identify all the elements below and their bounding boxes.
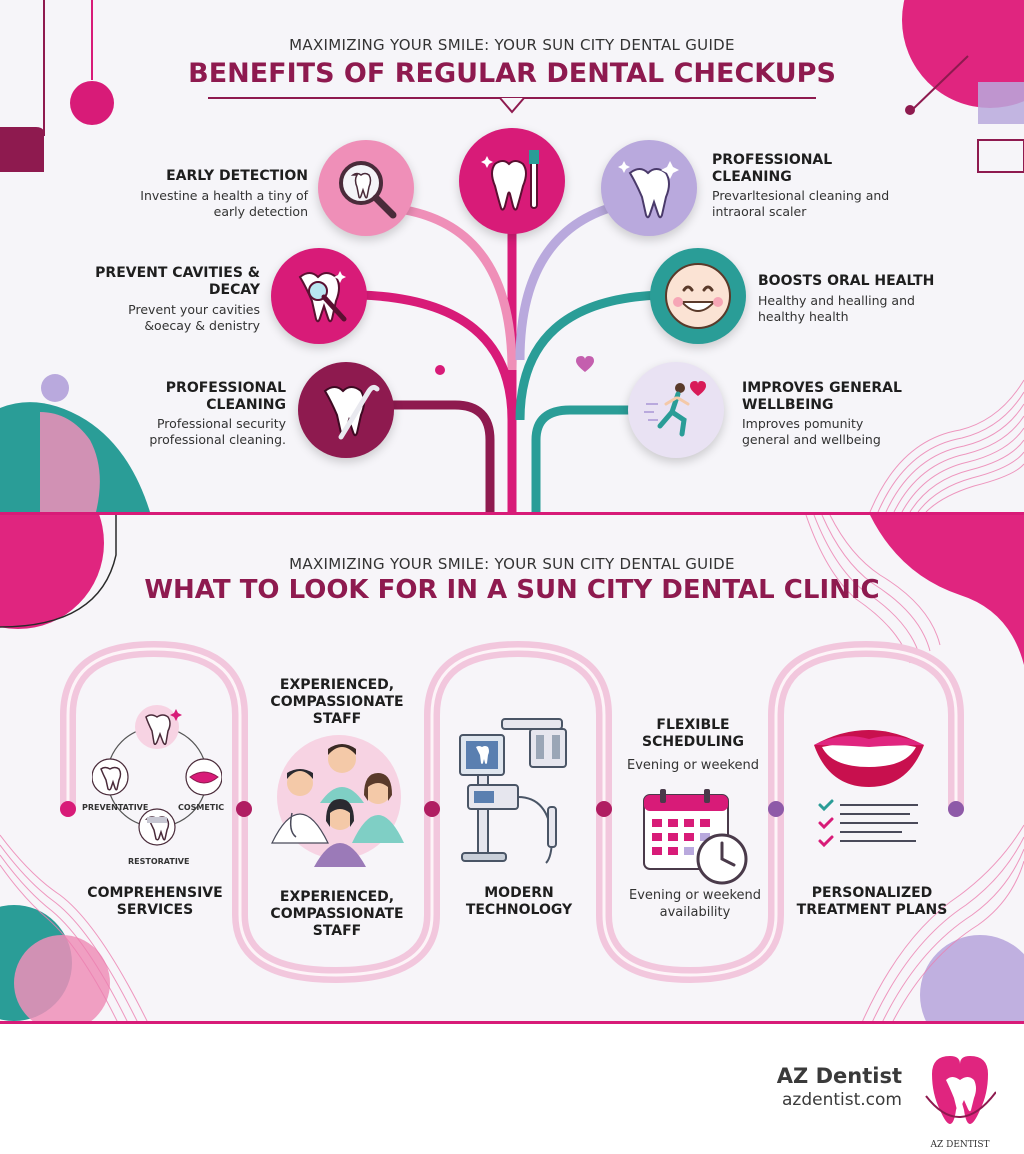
runner-heart-icon (628, 362, 724, 458)
criterion-subtitle-scheduling: Evening or weekend (627, 758, 759, 773)
benefit-title-improves-wellbeing: IMPROVES GENERAL WELLBEING (742, 380, 902, 413)
criteria-kicker: MAXIMIZING YOUR SMILE: YOUR SUN CITY DEN… (289, 555, 735, 573)
dental-xray-machine-icon (459, 718, 567, 864)
az-dentist-logo-icon (925, 1056, 996, 1124)
criterion-title-scheduling-availability: Evening or weekend availability (629, 888, 761, 920)
criteria-headline: WHAT TO LOOK FOR IN A SUN CITY DENTAL CL… (144, 575, 880, 605)
benefit-title-early-detection: EARLY DETECTION (166, 168, 308, 184)
criterion-title-staff-top: EXPERIENCED, COMPASSIONATE STAFF (270, 677, 404, 727)
brand-name: AZ Dentist (776, 1064, 902, 1088)
criterion-title-staff-bottom: EXPERIENCED, COMPASSIONATE STAFF (270, 889, 404, 939)
benefit-desc-professional-cleaning-left: Professional security professional clean… (149, 416, 286, 447)
service-label-restorative: RESTORATIVE (128, 857, 190, 866)
tooth-toothbrush-icon (459, 128, 565, 234)
service-label-cosmetic: COSMETIC (178, 803, 225, 812)
criterion-title-flexible-scheduling: FLEXIBLE SCHEDULING (642, 717, 744, 750)
smile-face-icon (650, 248, 746, 344)
benefit-title-professional-cleaning-right: PROFESSIONAL CLEANING (712, 152, 833, 185)
benefits-headline: BENEFITS OF REGULAR DENTAL CHECKUPS (188, 58, 836, 89)
sparkle-tooth-icon (601, 140, 697, 236)
magnifier-tooth-icon (318, 140, 414, 236)
service-label-preventative: PREVENTATIVE (82, 803, 149, 812)
criterion-title-treatment-plans: PERSONALIZED TREATMENT PLANS (796, 885, 948, 918)
criterion-title-comprehensive-services: COMPREHENSIVE SERVICES (87, 885, 223, 918)
benefit-desc-professional-cleaning-right: Prevarltesional cleaning and intraoral s… (712, 188, 890, 219)
benefits-kicker: MAXIMIZING YOUR SMILE: YOUR SUN CITY DEN… (289, 36, 735, 54)
tooth-scaler-icon (298, 362, 394, 458)
logo-text: AZ DENTIST (930, 1140, 990, 1150)
benefit-title-professional-cleaning-left: PROFESSIONAL CLEANING (165, 380, 286, 413)
brand-url[interactable]: azdentist.com (782, 1090, 902, 1110)
benefits-panel: MAXIMIZING YOUR SMILE: YOUR SUN CITY DEN… (0, 0, 1024, 512)
benefit-desc-improves-wellbeing: Improves pomunity general and wellbeing (742, 416, 881, 447)
benefit-title-prevent-cavities: PREVENT CAVITIES & DECAY (95, 265, 260, 298)
criterion-title-modern-technology: MODERN TECHNOLOGY (465, 885, 573, 918)
tooth-probe-icon (271, 248, 367, 344)
clinic-criteria-panel: MAXIMIZING YOUR SMILE: YOUR SUN CITY DEN… (0, 512, 1024, 1024)
benefit-desc-boosts-oral-health: Healthy and healling and healthy health (758, 293, 915, 324)
criteria-background (0, 515, 1024, 1021)
smile-checklist-icon (814, 730, 924, 848)
benefit-title-boosts-oral-health: BOOSTS ORAL HEALTH (758, 273, 935, 289)
services-cycle-icon (92, 705, 222, 846)
benefits-background (0, 0, 1024, 512)
benefit-desc-prevent-cavities: Prevent your cavities &oecay & denistry (128, 302, 260, 333)
benefit-desc-early-detection: Investine a health a tiny of early detec… (140, 188, 308, 219)
calendar-clock-icon (643, 789, 748, 885)
footer (0, 1024, 1024, 1154)
staff-team-icon (271, 735, 404, 867)
